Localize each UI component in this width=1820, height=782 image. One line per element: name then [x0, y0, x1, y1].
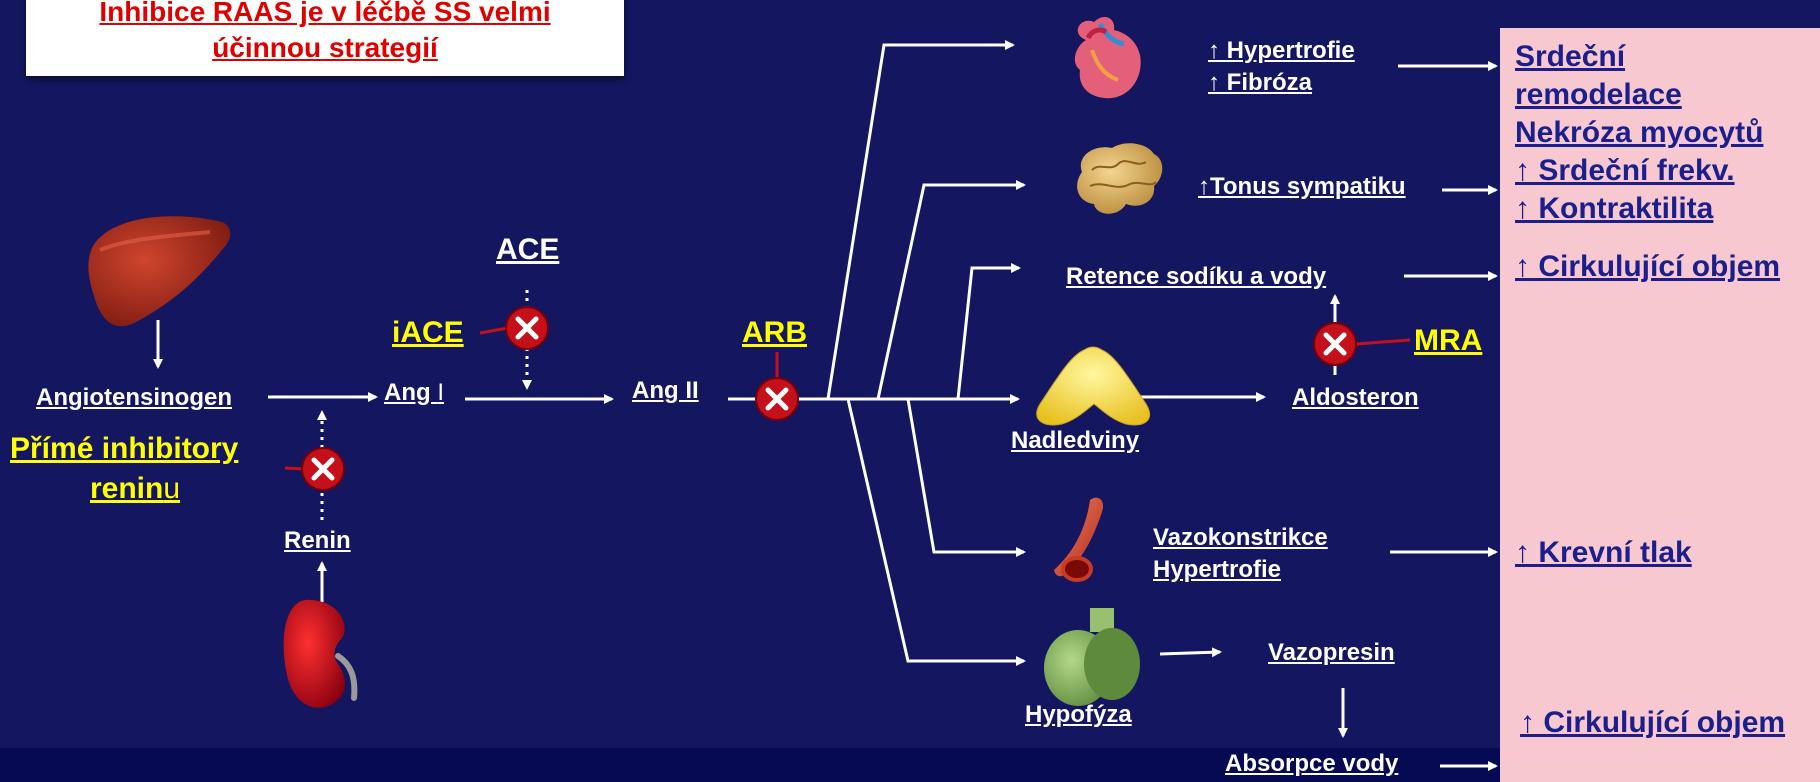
brain-icon [1077, 143, 1162, 214]
kidney-icon [284, 600, 355, 708]
fibrosis-label: ↑ Fibróza [1208, 68, 1312, 98]
ace-label: ACE [496, 232, 559, 268]
outcome-blood-pressure: ↑ Krevní tlak [1515, 534, 1692, 572]
angiotensinogen-label: Angiotensinogen [36, 383, 232, 413]
outcome-heart-rate: ↑ Srdeční frekv. [1515, 152, 1735, 190]
blood-vessel-icon [1054, 498, 1103, 580]
block-x-icon [302, 448, 344, 490]
branch-pituitary [848, 399, 1024, 661]
ang1-suffix: I [437, 379, 444, 406]
adrenal-label: Nadledviny [1011, 426, 1139, 456]
link-mra [1356, 340, 1410, 344]
outcome-contractility: ↑ Kontraktilita [1515, 190, 1713, 228]
vasoconstriction-label: Vazokonstrikce [1153, 523, 1328, 553]
dri-label-renin: renin [90, 472, 163, 505]
arb-label: ARB [742, 318, 807, 348]
dri-label-line1: Přímé inhibitory [10, 434, 238, 464]
sodium-retention-label: Retence sodíku a vody [1066, 262, 1326, 292]
block-x-icon [1314, 323, 1356, 365]
vasopressin-label: Vazopresin [1268, 638, 1395, 668]
sympathetic-tone-label: ↑Tonus sympatiku [1198, 172, 1406, 202]
hypertrophy-label: ↑ Hypertrofie [1208, 36, 1355, 66]
ang1-prefix: Ang [384, 379, 437, 406]
vessel-hypertrophy-label: Hypertrofie [1153, 555, 1281, 585]
outcome-remodeling-1: Srdeční [1515, 38, 1625, 76]
pituitary-label: Hypofýza [1025, 700, 1132, 730]
block-x-icon [756, 378, 798, 420]
adrenal-gland-icon [1037, 347, 1150, 425]
link-iace [480, 328, 508, 333]
ang1-label: Ang I [384, 378, 444, 408]
block-x-icon [506, 307, 548, 349]
branch-heart [828, 45, 1013, 399]
aldosterone-label: Aldosteron [1292, 383, 1419, 413]
pituitary-gland-icon [1044, 608, 1140, 706]
outcome-circulating-volume-2: ↑ Cirkulující objem [1520, 704, 1785, 742]
renin-label: Renin [284, 526, 351, 556]
dri-label-line2: reninu [90, 474, 180, 504]
dri-label-tail: u [163, 472, 180, 505]
iace-label: iACE [392, 318, 464, 348]
ang2-label: Ang II [632, 376, 699, 406]
outcome-circulating-volume-1: ↑ Cirkulující objem [1515, 248, 1780, 286]
heart-icon [1075, 17, 1141, 98]
outcome-remodeling-2: remodelace [1515, 76, 1682, 114]
branch-kidney-retention [958, 268, 1019, 399]
liver-icon [88, 216, 230, 326]
branch-vessel [908, 399, 1024, 552]
arrow-pituitary-vasopressin [1160, 652, 1220, 654]
branch-brain [878, 185, 1024, 399]
mra-label: MRA [1414, 326, 1482, 356]
outcome-necrosis: Nekróza myocytů [1515, 114, 1763, 152]
water-absorption-label: Absorpce vody [1225, 749, 1398, 779]
